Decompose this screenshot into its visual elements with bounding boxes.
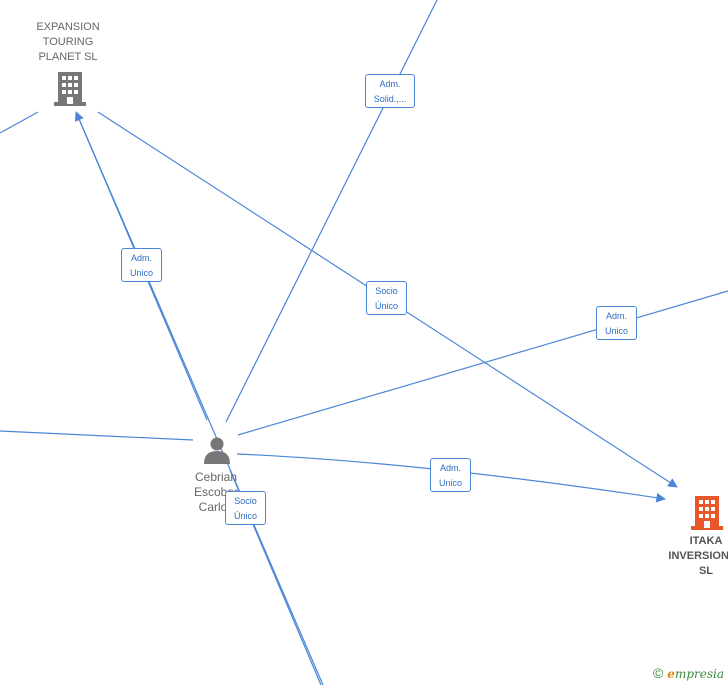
node-person-line-3: Carlos [198,500,234,514]
edge-label-line: Adm. [439,463,461,473]
person-icon[interactable] [203,436,231,464]
node-itaka-line-2: INVERSIONES [668,550,728,562]
node-itaka-line-1: ITAKA [689,535,723,547]
node-expansion-line-3: PLANET SL [38,51,98,63]
edge-label-line: Adm. [130,253,152,263]
building-icon[interactable] [691,496,723,530]
brand-logo-text: mpresia [674,667,724,681]
edge-label-line: Unico [129,268,153,278]
edge-label-line: Socio [375,286,398,296]
building-icon[interactable] [54,72,86,106]
node-itaka-line-3: SL [698,565,714,577]
node-expansion-label[interactable]: EXPANSION TOURING PLANET SL [18,20,118,65]
edge-label-line: Solid.,... [373,94,407,104]
edge-label-line: Adm. [605,311,627,321]
edge-person-to-top [225,0,438,423]
edge-label-socio-unico-bottom[interactable]: Socio Único [225,491,266,525]
edge-label-socio-unico-mid[interactable]: Socio Único [366,281,407,315]
edge-left-to-person [0,430,194,441]
brand-watermark: ©empresia [653,665,724,681]
edge-label-line: Único [374,301,398,311]
node-itaka-label[interactable]: ITAKA INVERSIONES SL [656,534,728,579]
edge-label-line: Socio [234,496,257,506]
edge-label-line: Único [233,511,257,521]
edge-bottom-to-expansion [75,111,324,685]
edge-label-adm-unico-left[interactable]: Adm. Unico [121,248,162,282]
edge-label-line: Adm. [379,79,401,89]
copyright-symbol: © [652,665,664,681]
node-person-line-1: Cebrian [194,470,238,484]
edge-label-line: Unico [438,478,462,488]
node-expansion-line-2: TOURING [42,36,94,48]
node-expansion-line-1: EXPANSION [36,21,100,33]
edge-label-line: Unico [604,326,628,336]
edge-left-to-expansion [0,111,39,134]
brand-logo-e: e [667,667,675,681]
edge-label-adm-unico-bottom[interactable]: Adm. Unico [430,458,471,492]
edge-person-to-right [237,290,728,436]
edge-label-adm-unico-right[interactable]: Adm. Unico [596,306,637,340]
edge-label-adm-solid[interactable]: Adm. Solid.,... [365,74,415,108]
